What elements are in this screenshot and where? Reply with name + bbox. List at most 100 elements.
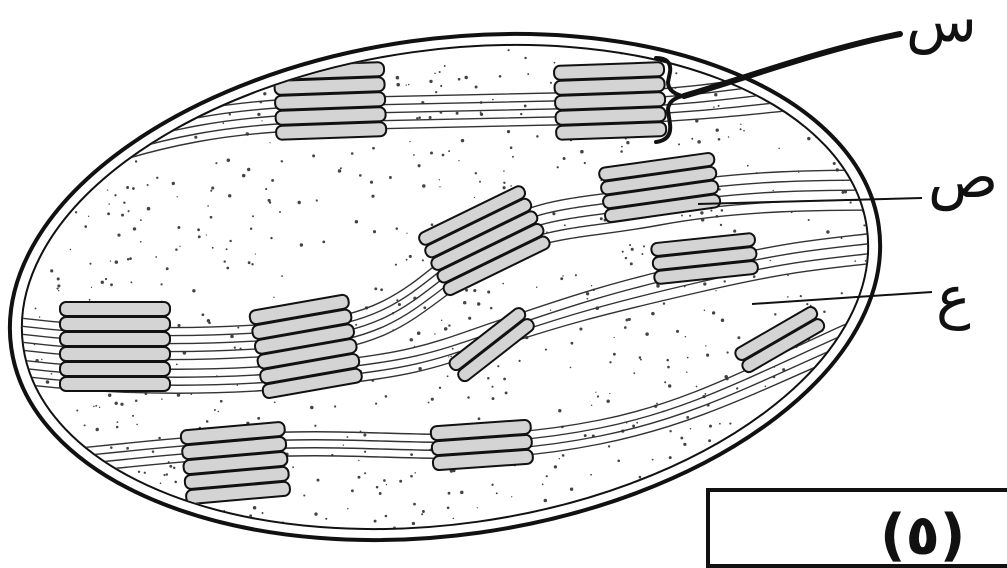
stroma-dot [461, 139, 464, 142]
stroma-dot [697, 140, 701, 144]
stroma-dot [107, 189, 108, 190]
stroma-dot [49, 208, 52, 211]
granum-stack [430, 420, 533, 471]
stroma-dot [220, 400, 223, 403]
stroma-dot [359, 174, 362, 177]
stroma-dot [218, 411, 220, 413]
stroma-dot [39, 316, 41, 318]
stroma-dot [413, 154, 415, 156]
stroma-dot [825, 64, 828, 67]
stroma-dot [237, 327, 239, 329]
stroma-dot [409, 141, 410, 142]
stroma-dot [27, 532, 29, 534]
stroma-dot [883, 54, 886, 57]
granum-stack [180, 422, 290, 505]
stroma-dot [702, 496, 705, 499]
stroma-dot [229, 240, 231, 242]
stroma-dot [59, 483, 62, 486]
stroma-dot [114, 488, 117, 491]
stroma-dot [32, 145, 34, 147]
stroma-dot [412, 522, 415, 525]
stroma-dot [651, 312, 655, 316]
stroma-dot [279, 211, 281, 213]
stroma-dot [550, 82, 552, 84]
stroma-dot [190, 529, 193, 532]
stroma-dot [142, 66, 143, 67]
stroma-dot [686, 371, 687, 372]
stroma-dot [373, 230, 376, 233]
stroma-dot [88, 76, 91, 79]
stroma-dot [41, 359, 42, 360]
stroma-dot [386, 484, 387, 485]
stroma-dot [198, 235, 201, 238]
stroma-dot [226, 248, 228, 250]
stroma-dot [121, 214, 124, 217]
stroma-dot [448, 150, 450, 152]
stroma-dot [863, 409, 865, 411]
stroma-dot [723, 280, 725, 282]
stroma-dot [276, 53, 279, 56]
stroma-dot [24, 432, 26, 434]
stroma-dot [564, 224, 566, 226]
stroma-dot [468, 317, 471, 320]
stroma-dot [406, 233, 407, 234]
stroma-dot [641, 253, 643, 255]
stroma-dot [656, 403, 658, 405]
stroma-dot [814, 97, 817, 100]
stroma-dot [95, 405, 97, 407]
stroma-dot [492, 397, 495, 400]
granum-stack [554, 62, 667, 140]
stroma-dot [557, 166, 559, 168]
stroma-dot [768, 83, 770, 85]
stroma-dot [347, 508, 348, 509]
stroma-dot [524, 57, 526, 59]
stroma-dot [314, 425, 316, 427]
stroma-dot [503, 186, 506, 189]
stroma-dot [835, 444, 838, 447]
stroma-dot [641, 528, 643, 530]
stroma-dot [82, 68, 85, 71]
stroma-dot [452, 348, 454, 350]
stroma-dot [667, 366, 670, 369]
stroma-dot [807, 440, 808, 441]
stroma-dot [778, 148, 780, 150]
stroma-dot [536, 135, 539, 138]
stroma-dot [884, 463, 887, 466]
stroma-dot [123, 201, 125, 203]
stroma-dot [120, 403, 123, 406]
stroma-dot [487, 290, 490, 293]
stroma-dot [129, 257, 132, 260]
stroma-dot [223, 122, 225, 124]
stroma-dot [263, 48, 265, 50]
stroma-dot [710, 210, 712, 212]
stroma-dot [239, 48, 242, 51]
stroma-dot [376, 486, 379, 489]
stroma-dot [74, 41, 77, 44]
stroma-dot [518, 360, 520, 362]
stroma-dot [448, 356, 449, 357]
stroma-dot [645, 332, 649, 336]
stroma-dot [223, 64, 225, 66]
stroma-dot [816, 107, 818, 109]
stroma-dot [396, 83, 400, 87]
stroma-dot [558, 409, 561, 412]
stroma-dot [251, 263, 253, 265]
stroma-dot [861, 84, 863, 86]
stroma-dot [132, 187, 135, 190]
stroma-dot [700, 211, 703, 214]
stroma-dot [752, 443, 755, 446]
stroma-dot [163, 474, 165, 476]
stroma-dot [477, 507, 478, 508]
stroma-dot [156, 177, 158, 179]
stroma-dot [559, 458, 560, 459]
stroma-dot [52, 508, 56, 512]
stroma-dot [408, 84, 410, 86]
stroma-dot [303, 494, 305, 496]
stroma-dot [753, 275, 756, 278]
stroma-dot [89, 299, 91, 301]
stroma-dot [542, 484, 544, 486]
stroma-dot [740, 461, 742, 463]
stroma-dot [51, 373, 53, 375]
stroma-dot [853, 475, 856, 478]
stroma-dot [480, 113, 483, 116]
